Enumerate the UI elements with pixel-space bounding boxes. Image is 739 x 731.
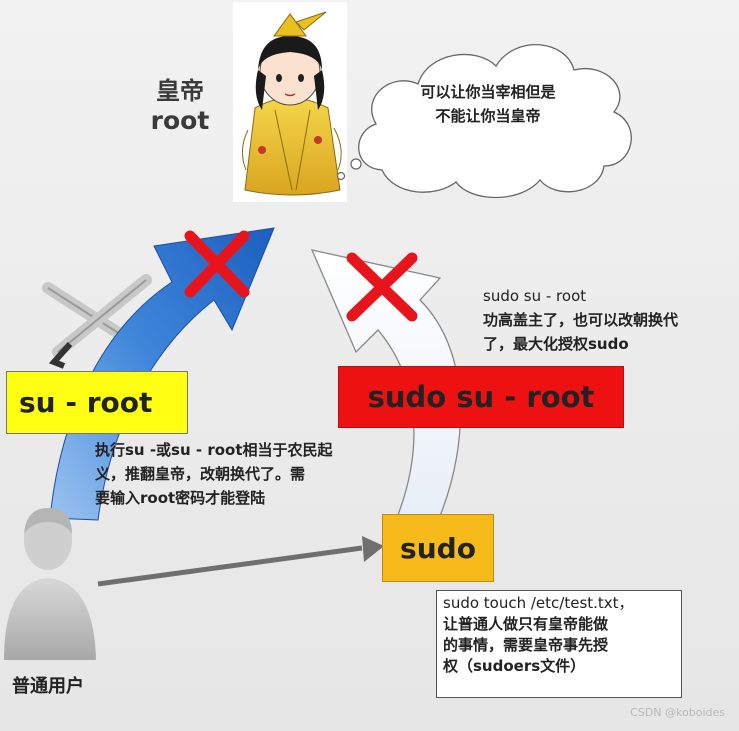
sudo-note-callout: sudo touch /etc/test.txt， 让普通人做只有皇帝能做 的事… [436, 590, 682, 698]
thought-cloud [336, 43, 632, 199]
gray-straight-arrow [97, 536, 384, 587]
sudo-su-note-line2: 功高盖主了，也可以改朝换代 [483, 311, 679, 329]
su-root-box: su - root [6, 371, 188, 434]
sudo-su-note-line3: 了，最大化授权sudo [483, 335, 629, 353]
sudo-box: sudo [382, 514, 494, 582]
sudo-su-root-box: sudo su - root [338, 366, 624, 428]
emperor-label-line1: 皇帝 [156, 77, 204, 105]
x-mark-icon [184, 230, 250, 298]
cloud-text: 可以让你当宰相但是 不能让你当皇帝 [388, 80, 588, 128]
emperor-label: 皇帝 root [150, 76, 210, 136]
su-note-line1: 执行su -或su - root相当于农民起 [95, 441, 333, 459]
sudo-note-line4: 权（sudoers文件） [443, 657, 586, 675]
x-mark-icon [346, 252, 418, 322]
cloud-text-line1: 可以让你当宰相但是 [420, 83, 556, 101]
watermark: CSDN @koboides [630, 706, 725, 719]
su-note-line2: 义，推翻皇帝，改朝换代了。需 [95, 465, 306, 483]
user-avatar-icon [4, 508, 96, 660]
sudo-note-line1: sudo touch /etc/test.txt， [443, 594, 634, 612]
cloud-text-line2: 不能让你当皇帝 [435, 107, 541, 125]
emperor-illustration [233, 2, 347, 202]
user-label: 普通用户 [12, 676, 84, 697]
su-note: 执行su -或su - root相当于农民起 义，推翻皇帝，改朝换代了。需 要输… [95, 438, 405, 510]
sudo-su-note-line1: sudo su - root [483, 287, 587, 305]
sudo-su-note: sudo su - root 功高盖主了，也可以改朝换代 了，最大化授权sudo [483, 284, 739, 356]
sudo-note-line2: 让普通人做只有皇帝能做 [443, 615, 609, 633]
emperor-label-line2: root [150, 106, 210, 135]
su-note-line3: 要输入root密码才能登陆 [95, 489, 266, 507]
sudo-note-line3: 的事情，需要皇帝事先授 [443, 636, 609, 654]
